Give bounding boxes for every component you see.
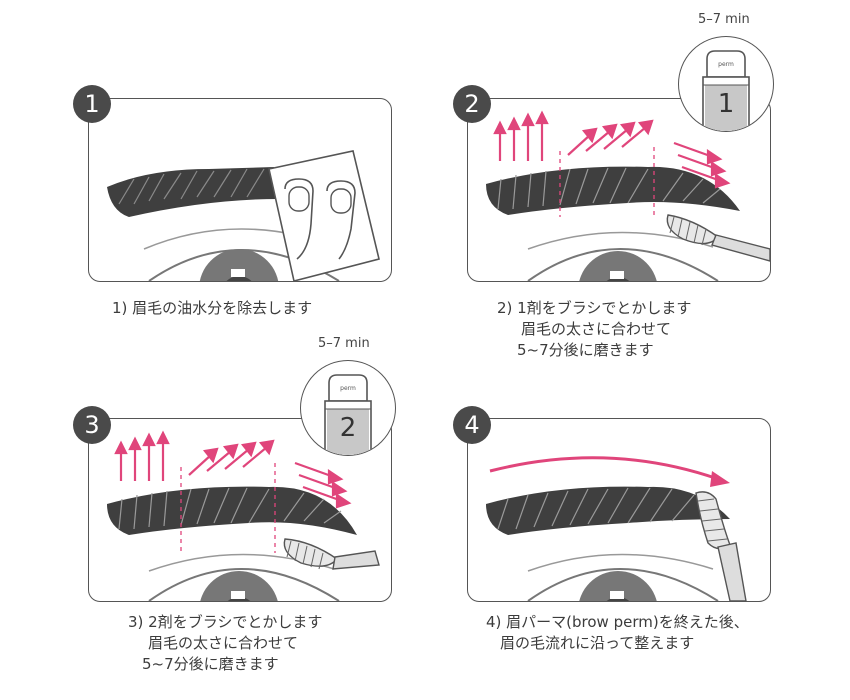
brush-direction-arrows [114,430,352,509]
step-2-timer-bubble: perm 1 [678,36,774,132]
step-1-illustration [107,150,380,281]
step-3-caption-line-1: 3) 2剤をブラシでとかします [128,613,323,631]
step-2-badge: 2 [453,85,491,123]
step-2-timer-label: 5–7 min [698,12,750,27]
eyebrow [107,167,279,217]
perm-bottle-2 [324,374,372,455]
step-4-caption-line-1: 4) 眉パーマ(brow perm)を終えた後、 [486,613,749,631]
eyebrow [107,486,357,535]
step-3-caption: 3) 2剤をブラシでとかします 眉毛の太さに合わせて 5~7分後に磨きます [128,612,322,675]
perm-bottle-1 [702,50,750,131]
step-2-caption-line-2: 眉毛の太さに合わせて [521,320,672,338]
step-3-timer-bubble: perm 2 [300,360,396,456]
perm-bottle-1-brand: perm [718,61,734,68]
combing-direction-arrow [489,456,719,481]
step-3-badge: 3 [73,406,111,444]
eyebrow [486,166,740,215]
tissue-pad [268,150,380,281]
step-4-caption-line-2: 眉の毛流れに沿って整えます [500,634,695,652]
step-2-caption-line-1: 2) 1剤をブラシでとかします [497,299,692,317]
perm-bottle-2-brand: perm [340,385,356,392]
step-2-caption: 2) 1剤をブラシでとかします 眉毛の太さに合わせて 5~7分後に磨きます [497,298,691,361]
step-2-caption-line-3: 5~7分後に磨きます [517,341,654,359]
step-1-caption: 1) 眉毛の油水分を除去します [112,298,312,319]
step-3-timer-label: 5–7 min [318,336,370,351]
step-1-panel [88,98,392,282]
step-3-caption-line-2: 眉毛の太さに合わせて [148,634,299,652]
step-3-illustration [107,430,380,601]
step-3-caption-line-3: 5~7分後に磨きます [142,655,279,673]
perm-bottle-2-number: 2 [339,413,357,443]
brush-direction-arrows [493,110,731,189]
step-2-illustration [486,110,770,281]
step-1-caption-line-1: 1) 眉毛の油水分を除去します [112,299,313,317]
spoolie-brush [666,214,770,262]
step-4-illustration [486,456,747,601]
spoolie-brush [695,491,747,601]
spoolie-brush [283,538,380,570]
step-1-badge: 1 [73,85,111,123]
step-4-caption: 4) 眉パーマ(brow perm)を終えた後、 眉の毛流れに沿って整えます [486,612,749,654]
step-4-badge: 4 [453,406,491,444]
perm-bottle-1-number: 1 [717,89,735,119]
step-4-panel [467,418,771,602]
eyebrow [486,486,730,535]
